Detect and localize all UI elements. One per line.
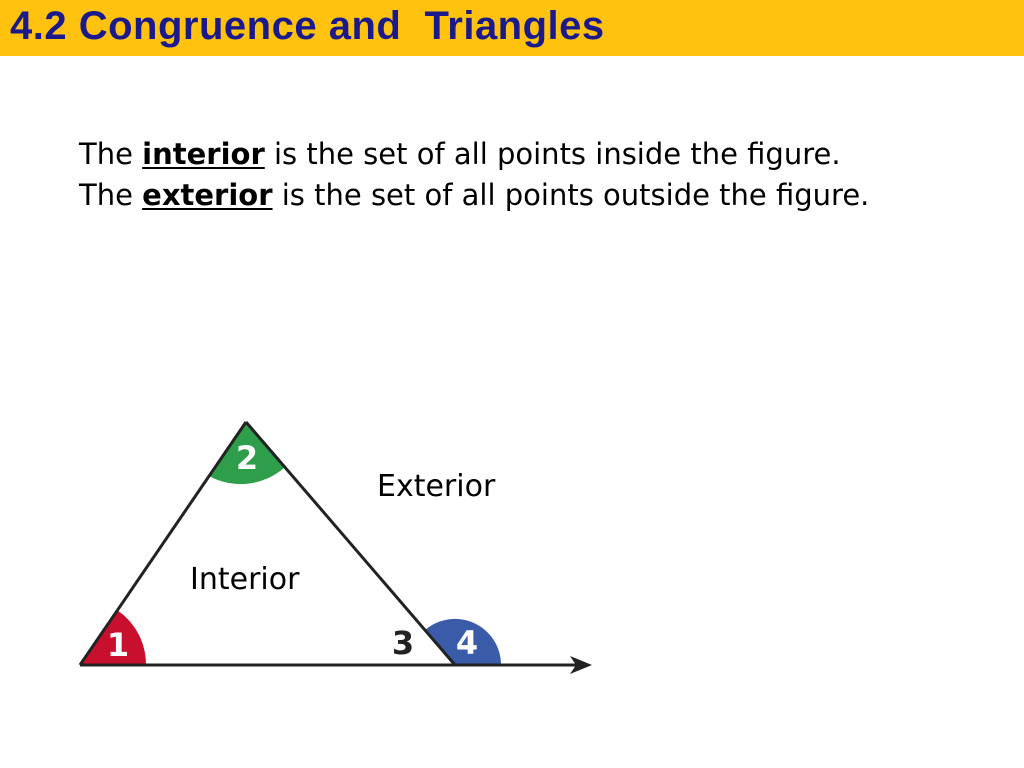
arrow-head-icon [570, 656, 592, 674]
triangle-left-side [78, 421, 248, 666]
definition-text: The interior is the set of all points in… [79, 134, 899, 216]
angle-4-label: 4 [456, 624, 478, 662]
interior-label: Interior [190, 562, 300, 597]
term-interior: interior [142, 137, 265, 171]
definition-part-1: The [79, 137, 143, 171]
angle-2-label: 2 [236, 439, 258, 477]
angle-1-sector [80, 610, 147, 665]
exterior-label: Exterior [377, 469, 496, 504]
angle-4-sector [425, 618, 502, 665]
term-exterior: exterior [142, 178, 273, 212]
angle-3-label: 3 [392, 624, 414, 662]
triangle-right-side [244, 421, 457, 666]
angle-2-sector [209, 422, 285, 485]
title-bar: 4.2 Congruence and Triangles [0, 0, 1024, 56]
slide-title: 4.2 Congruence and Triangles [10, 4, 605, 48]
triangle-interior-region [80, 422, 455, 665]
angle-1-label: 1 [107, 626, 129, 664]
definition-part-2: is the set of all points inside the figu… [79, 137, 841, 212]
definition-part-3: is the set of all points outside the fig… [272, 178, 870, 212]
